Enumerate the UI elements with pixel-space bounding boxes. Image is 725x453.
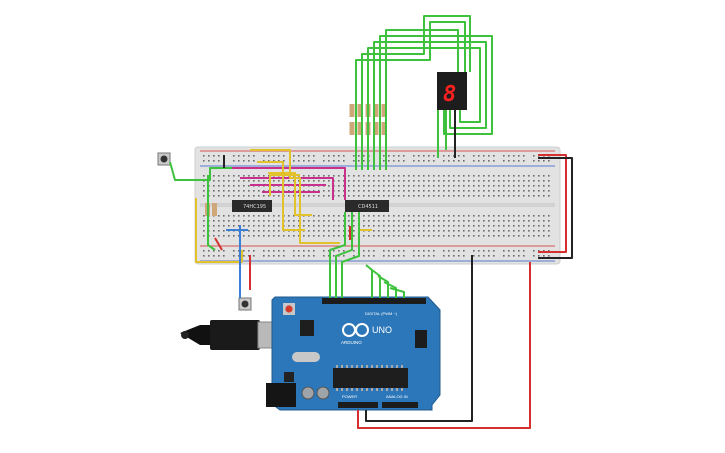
capacitor — [301, 386, 315, 400]
jumper-wire — [379, 35, 493, 170]
jumper-wire — [341, 212, 360, 298]
arduino-logo-icon — [342, 323, 369, 337]
analog-header-label: ANALOG IN — [386, 394, 408, 399]
jumper-wire — [365, 264, 373, 298]
jumper-wire — [365, 255, 473, 422]
shift-register-chip[interactable]: 74HC195 — [232, 200, 272, 212]
pushbutton-icon[interactable] — [157, 152, 171, 166]
seven-segment-icon[interactable]: 8 — [437, 72, 467, 110]
power-header[interactable] — [338, 402, 378, 408]
shift-register-label: 74HC195 — [243, 204, 266, 210]
breadboard-holes — [203, 155, 550, 257]
jumper-wire — [335, 212, 353, 298]
jumper-wire — [214, 237, 223, 251]
analog-header[interactable] — [382, 402, 418, 408]
board-model-label: UNO — [372, 325, 392, 335]
crystal-oscillator — [292, 352, 320, 362]
wires — [169, 15, 573, 429]
jumper-wire — [367, 47, 481, 170]
jumper-wire — [538, 157, 573, 259]
jumper-wire — [268, 172, 312, 216]
jumper-wire — [329, 212, 346, 298]
digital-header[interactable] — [322, 298, 426, 304]
jumper-wire — [538, 154, 567, 253]
jumper-wire — [389, 287, 405, 298]
atmega-chip — [333, 368, 408, 388]
jumper-wire — [257, 161, 305, 231]
jumper-wire — [377, 275, 389, 298]
jumper-wire — [169, 161, 238, 181]
capacitor — [316, 386, 330, 400]
display-digit: 8 — [443, 82, 456, 107]
jumper-wire — [232, 167, 346, 200]
arduino-uno-board[interactable]: UNO ARDUINO DIGITAL (PWM ~) POWER ANALOG… — [180, 296, 441, 411]
jumper-wire — [385, 29, 459, 170]
digital-header-label: DIGITAL (PWM ~) — [365, 311, 398, 316]
jumper-wire — [357, 262, 531, 429]
board-brand-label: ARDUINO — [341, 340, 362, 345]
dc-power-jack — [266, 383, 296, 407]
jumper-wire — [207, 175, 216, 251]
pushbutton-icon[interactable] — [238, 297, 252, 311]
jumper-wire — [383, 281, 397, 298]
jumper-wire — [373, 41, 487, 170]
jumper-wire — [195, 198, 243, 263]
decoder-chip[interactable]: CD4511 — [345, 200, 389, 212]
power-header-label: POWER — [342, 394, 357, 399]
jumper-wire — [371, 269, 381, 298]
jumper-wire — [269, 174, 300, 196]
decoder-label: CD4511 — [358, 204, 378, 210]
